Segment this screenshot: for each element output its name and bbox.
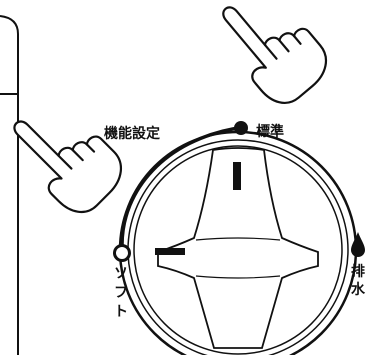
appliance-panel	[0, 15, 19, 355]
soft-position-mark	[155, 248, 185, 255]
pointing-hand-icon	[222, 6, 328, 105]
dial-grip	[157, 147, 319, 349]
standard-position-dot	[234, 121, 248, 135]
svg-text:ト: ト	[114, 304, 128, 320]
standard-label: 標準	[256, 123, 284, 140]
function-setting-label: 機能設定	[104, 125, 160, 142]
svg-text:フ: フ	[114, 285, 128, 301]
dial-indicator-mark	[233, 162, 241, 190]
svg-text:ソ: ソ	[114, 266, 128, 282]
drain-label: 排 水	[351, 263, 366, 298]
soft-position-dot	[113, 244, 131, 262]
soft-label: ソ フ ト	[114, 266, 128, 320]
water-drop-icon	[351, 232, 365, 257]
svg-text:排: 排	[351, 263, 365, 280]
pointing-hand-icon	[13, 120, 122, 214]
svg-text:水: 水	[351, 281, 366, 298]
